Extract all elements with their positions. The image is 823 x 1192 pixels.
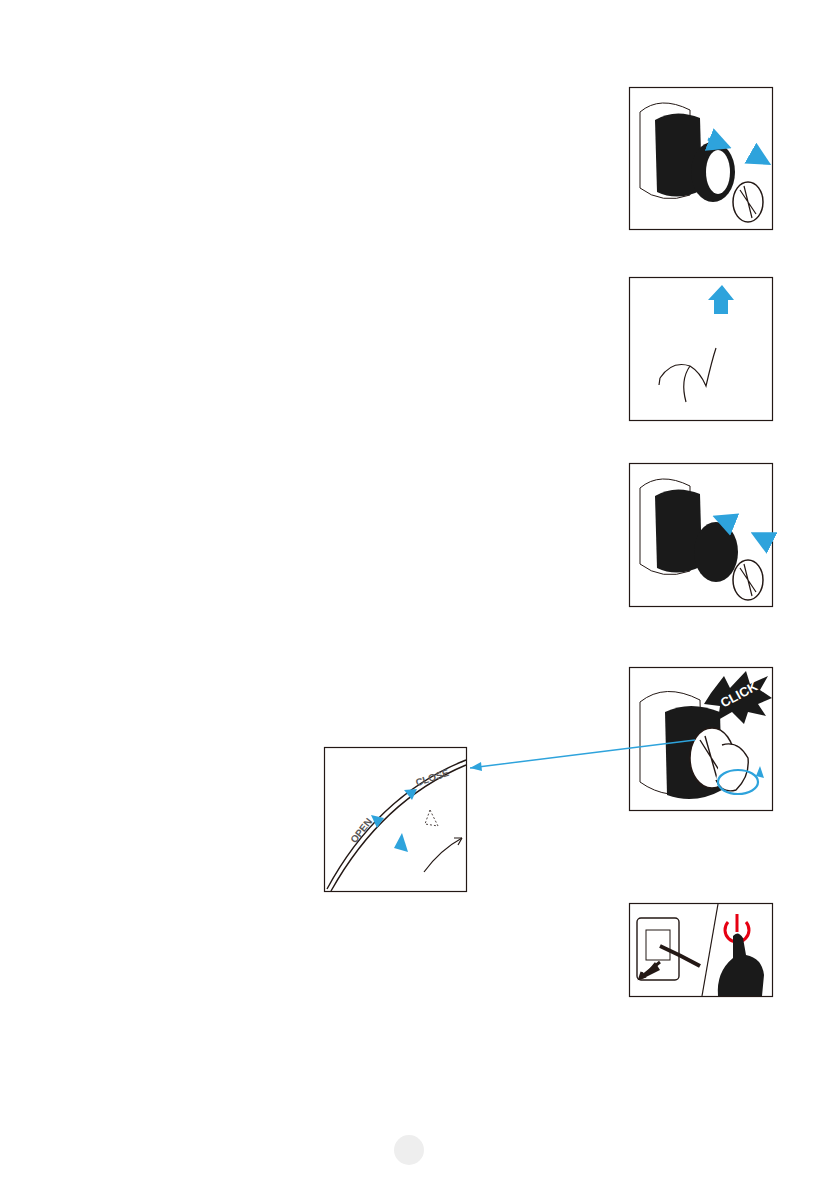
insert-filter-figure	[630, 464, 773, 607]
page-number-dot	[394, 1135, 424, 1165]
remove-filter-figure	[630, 88, 773, 230]
lock-cover-figure	[630, 668, 773, 811]
unwrap-filter-figure	[630, 278, 773, 421]
power-on-figure	[630, 904, 773, 997]
open-close-detail	[325, 740, 696, 892]
